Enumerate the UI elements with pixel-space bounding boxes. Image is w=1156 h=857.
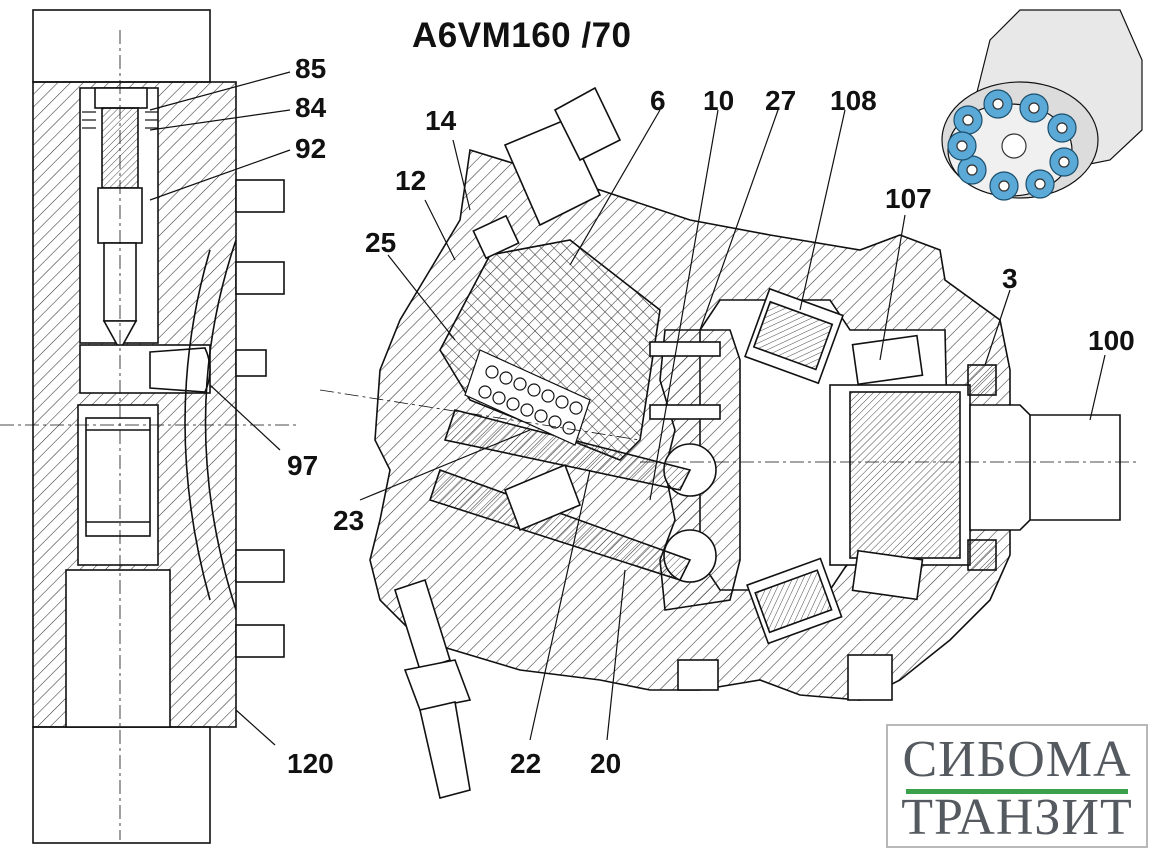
callout-6: 6 [650,85,666,116]
logo-divider [906,789,1128,794]
callout-100: 100 [1088,325,1135,356]
leader-lines [149,71,1106,746]
callout-labels: 85 84 92 14 12 25 6 10 27 108 107 3 100 … [287,53,1135,779]
callout-25: 25 [365,227,396,258]
callout-108: 108 [830,85,877,116]
callout-85: 85 [295,53,326,84]
rotary-group-3d-illustration [941,9,1143,201]
callout-107: 107 [885,183,932,214]
callout-23: 23 [333,505,364,536]
callout-12: 12 [395,165,426,196]
callout-10: 10 [703,85,734,116]
logo-text-line2: ТРАНЗИТ [901,789,1133,846]
rotary-group-section [319,86,1140,799]
callout-14: 14 [425,105,457,136]
logo-text-line1: СИБОМА [902,731,1132,788]
callout-22: 22 [510,748,541,779]
callout-84: 84 [295,92,327,123]
callout-27: 27 [765,85,796,116]
callout-20: 20 [590,748,621,779]
callout-92: 92 [295,133,326,164]
diagram-title: A6VM160 /70 [412,16,632,55]
company-logo: СИБОМА ТРАНЗИТ [886,724,1148,848]
callout-3: 3 [1002,263,1018,294]
callout-97: 97 [287,450,318,481]
port-plate-section [0,9,300,844]
callout-120: 120 [287,748,334,779]
center-spring [464,349,591,446]
